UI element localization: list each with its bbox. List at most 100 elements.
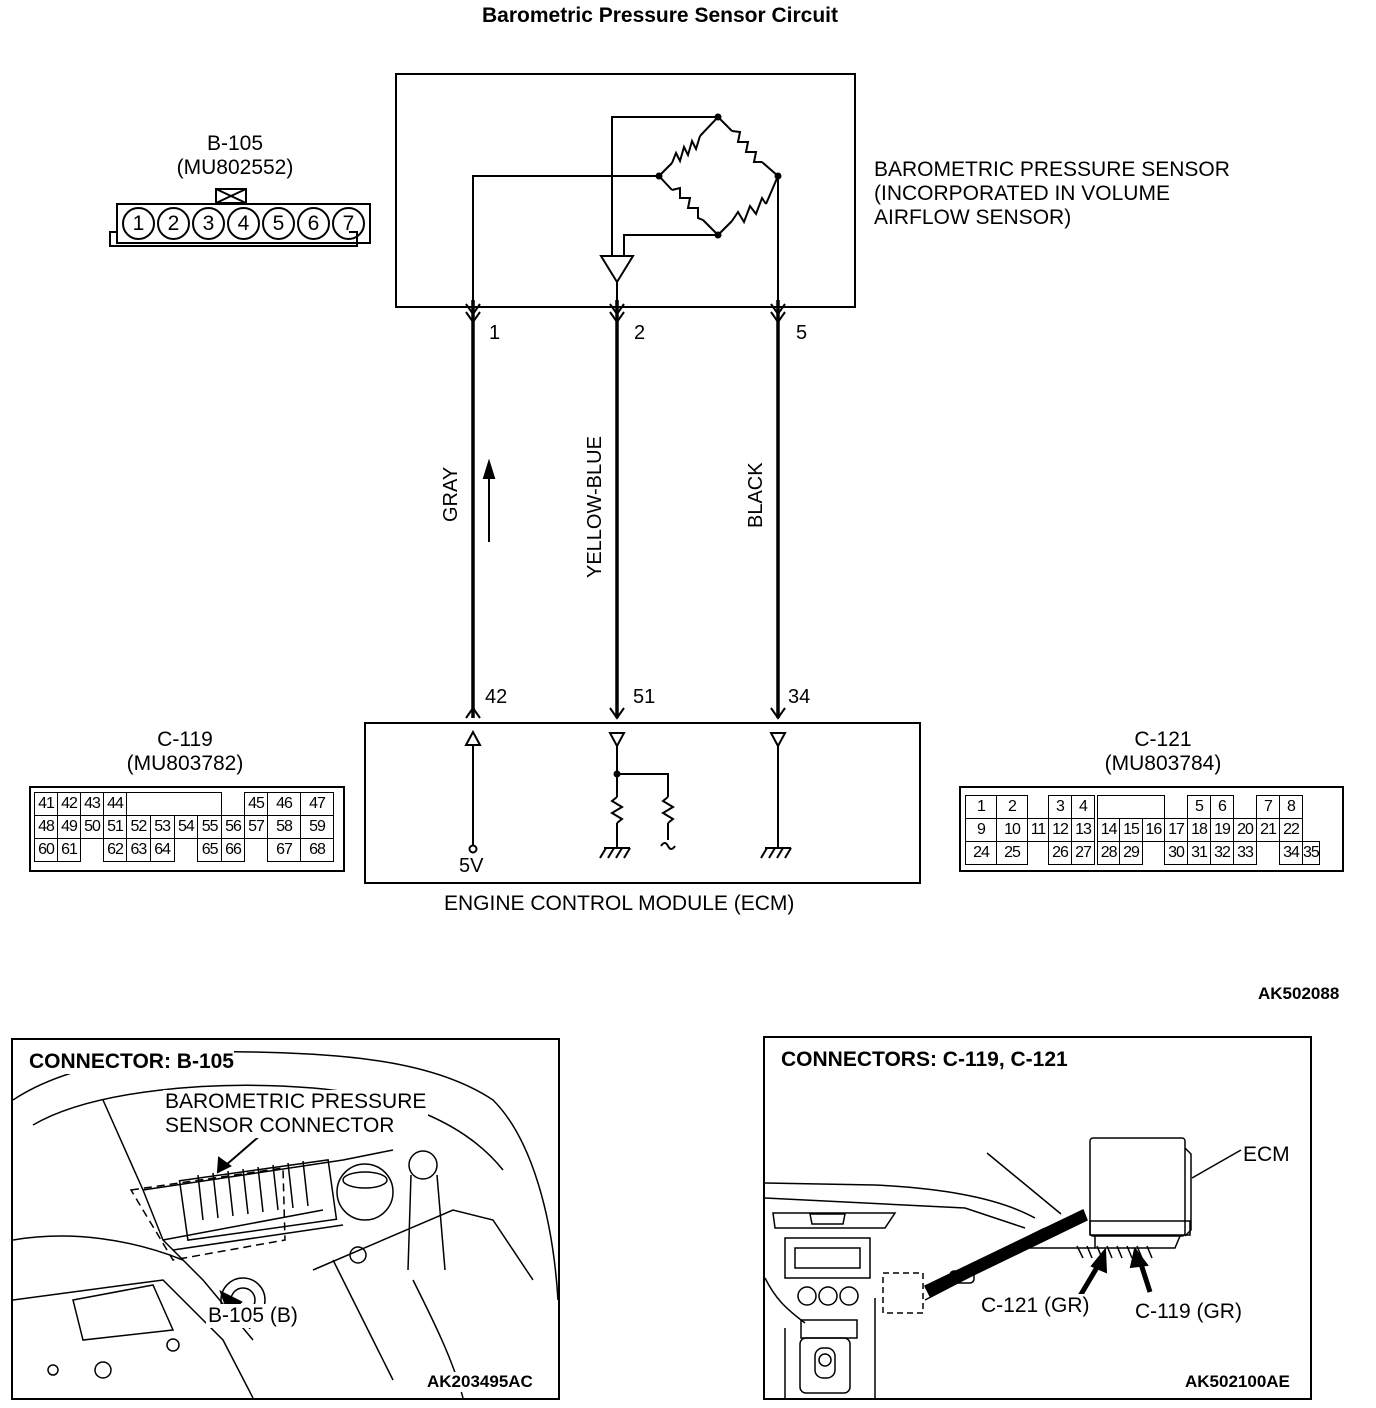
c121-blank xyxy=(1097,795,1165,819)
b105-pin: 1 xyxy=(122,207,155,240)
c119-gap xyxy=(174,839,198,862)
c121-pin: 10 xyxy=(996,818,1028,842)
c121-pin: 14 xyxy=(1096,818,1121,842)
c119-pin: 50 xyxy=(80,815,104,839)
ecm-box xyxy=(364,722,921,884)
c121-pin: 16 xyxy=(1141,818,1166,842)
b105-pin: 5 xyxy=(262,207,295,240)
circuit-diagram xyxy=(109,73,921,884)
sensor-line: AIRFLOW SENSOR) xyxy=(874,206,1072,229)
c121-pin: 3 xyxy=(1048,795,1072,819)
c119-gap xyxy=(245,839,268,862)
c121-pin: 13 xyxy=(1071,818,1095,842)
c119-pin: 58 xyxy=(267,815,301,839)
c119-pin: 51 xyxy=(103,815,127,839)
c121-part: (MU803784) xyxy=(1104,752,1222,775)
diagram-title: Barometric Pressure Sensor Circuit xyxy=(482,4,838,27)
sensor-box xyxy=(395,73,856,308)
sensor-line: BAROMETRIC PRESSURE SENSOR xyxy=(874,158,1230,181)
c119-part: (MU803782) xyxy=(126,752,244,775)
c119-pin: 68 xyxy=(300,838,334,862)
c119-gap xyxy=(81,839,104,862)
c121-pin: 22 xyxy=(1279,818,1303,842)
c121-pin-grid: 1 2 3 4 5 6 7 8 9 10 11 12 13 14 15 16 1… xyxy=(965,795,1320,865)
c121-pin: 6 xyxy=(1210,795,1234,819)
b105-connector-label: B-105 (MU802552) xyxy=(155,132,315,180)
panel-c119-c121-title: CONNECTORS: C-119, C-121 xyxy=(781,1048,1068,1071)
reference-code-top: AK502088 xyxy=(1258,984,1340,1003)
b105-pin: 4 xyxy=(227,207,260,240)
c121-gap xyxy=(1165,796,1188,819)
b105-b-label: B-105 (B) xyxy=(206,1304,300,1328)
c119-pin: 46 xyxy=(267,792,301,816)
c119-pin: 49 xyxy=(57,815,81,839)
c119-pin: 45 xyxy=(244,792,268,816)
c121-pin: 27 xyxy=(1071,841,1095,865)
c121-pin: 2 xyxy=(996,795,1028,819)
c121-gap xyxy=(1234,796,1257,819)
callout-line: BAROMETRIC PRESSURE xyxy=(165,1090,427,1113)
c119-pin: 48 xyxy=(34,815,58,839)
c121-pin: 20 xyxy=(1233,818,1257,842)
c119-pin: 53 xyxy=(149,815,175,839)
c121-pin: 1 xyxy=(965,795,997,819)
c121-pin: 35 xyxy=(1302,841,1320,865)
c119-name: C-119 xyxy=(157,728,213,751)
c119-callout: C-119 (GR) xyxy=(1133,1300,1244,1324)
b105-name: B-105 xyxy=(206,132,264,155)
c121-pin: 32 xyxy=(1210,841,1234,865)
connector-b105-location-panel: CONNECTOR: B-105 BAROMETRIC PRESSURE SEN… xyxy=(11,1038,560,1400)
supply-5v-label: 5V xyxy=(459,855,484,877)
c119-pin: 65 xyxy=(197,838,222,862)
c121-pin: 15 xyxy=(1119,818,1143,842)
b105-pin: 7 xyxy=(332,207,365,240)
c119-pin: 64 xyxy=(149,838,175,862)
c121-pin: 25 xyxy=(996,841,1028,865)
c121-callout: C-121 (GR) xyxy=(979,1294,1092,1318)
c119-pin: 41 xyxy=(34,792,58,816)
c119-pin: 52 xyxy=(126,815,151,839)
c121-housing xyxy=(959,786,1344,872)
c119-pin: 43 xyxy=(80,792,104,816)
sensor-pin-5: 5 xyxy=(796,322,808,344)
wire-label-yellow-blue: YELLOW-BLUE xyxy=(584,436,606,578)
c119-housing xyxy=(29,786,345,872)
c121-pin: 26 xyxy=(1048,841,1072,865)
b105-pin: 2 xyxy=(157,207,190,240)
c119-pin: 44 xyxy=(103,792,127,816)
c119-pin: 55 xyxy=(197,815,222,839)
barometric-connector-callout: BAROMETRIC PRESSURE SENSOR CONNECTOR xyxy=(163,1090,429,1138)
c119-gap xyxy=(222,793,245,816)
c119-pin: 61 xyxy=(57,838,81,862)
c119-pin: 54 xyxy=(173,815,199,839)
c121-gap xyxy=(1028,796,1049,819)
ecm-pin-42: 42 xyxy=(485,686,508,708)
callout-line: SENSOR CONNECTOR xyxy=(165,1114,395,1137)
c119-pin: 66 xyxy=(221,838,245,862)
amplifier-symbol xyxy=(599,255,635,284)
wire-label-black: BLACK xyxy=(745,462,767,528)
reference-code-right: AK502100AE xyxy=(1185,1372,1290,1391)
c121-connector-label: C-121 (MU803784) xyxy=(1083,728,1243,776)
c119-blank xyxy=(126,792,222,816)
c119-pin: 60 xyxy=(34,838,58,862)
c121-pin: 29 xyxy=(1119,841,1143,865)
c121-pin: 9 xyxy=(965,818,997,842)
c121-pin: 33 xyxy=(1233,841,1257,865)
c121-pin: 30 xyxy=(1164,841,1188,865)
b105-part: (MU802552) xyxy=(176,156,294,179)
c121-name: C-121 xyxy=(1134,728,1192,751)
dashboard-illustration xyxy=(765,1137,1242,1398)
c119-pin: 47 xyxy=(300,792,334,816)
c121-pin: 34 xyxy=(1279,841,1303,865)
ecm-callout: ECM xyxy=(1243,1143,1290,1166)
reference-code-left: AK203495AC xyxy=(427,1372,533,1392)
ecm-label: ENGINE CONTROL MODULE (ECM) xyxy=(444,892,795,915)
c119-pin: 57 xyxy=(244,815,268,839)
c121-pin: 18 xyxy=(1187,818,1211,842)
sensor-description: BAROMETRIC PRESSURE SENSOR (INCORPORATED… xyxy=(874,158,1230,230)
c121-pin: 4 xyxy=(1071,795,1095,819)
c121-gap xyxy=(1257,842,1280,865)
c119-pin: 56 xyxy=(221,815,245,839)
c121-pin: 31 xyxy=(1187,841,1211,865)
